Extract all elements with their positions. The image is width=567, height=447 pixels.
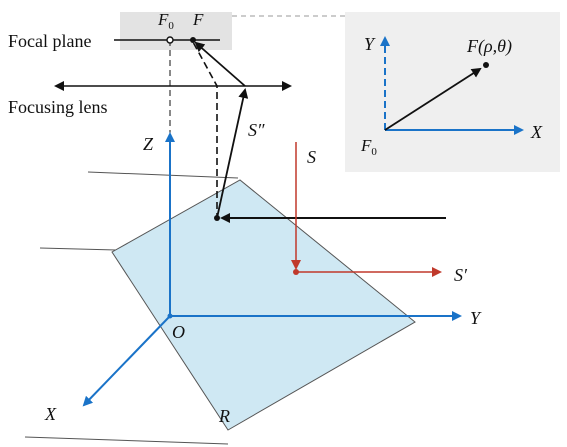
guide-line-middle [39, 247, 117, 251]
focal-plane-label: Focal plane [8, 31, 91, 51]
guide-line-top [87, 171, 239, 179]
origin-point [167, 313, 173, 319]
s-prime-label: S′ [454, 265, 468, 285]
s-double-prime-label: S″ [248, 120, 265, 140]
s-label: S [307, 147, 316, 167]
origin-label: O [172, 322, 185, 342]
f0-point [166, 36, 174, 44]
region-label: R [218, 406, 230, 426]
z-axis-label: Z [143, 134, 154, 154]
inset-f-vector [384, 67, 482, 131]
inset-y-label: Y [364, 34, 376, 54]
f0-label: F0 [157, 10, 174, 32]
focusing-lens-label: Focusing lens [8, 97, 108, 117]
red-point [293, 269, 299, 275]
y-axis-label: Y [470, 308, 482, 328]
ray-lens-to-focus [194, 41, 246, 87]
focal-plane-backdrop [120, 12, 232, 50]
inset-panel [345, 12, 560, 172]
ray-s-double-prime [216, 88, 249, 219]
guide-line-bottom [24, 436, 229, 445]
dashed-ray-path [192, 41, 218, 220]
x-axis-label: X [44, 404, 57, 424]
inset-f0-label: F0 [360, 136, 377, 158]
inset-f-point [483, 62, 489, 68]
incidence-point [214, 215, 220, 221]
inset-x-label: X [530, 122, 543, 142]
inset-f-label: F(ρ,θ) [466, 36, 512, 57]
surface-plane-r [111, 179, 416, 431]
f-point [190, 37, 196, 43]
f-label: F [192, 10, 204, 29]
x-axis [82, 315, 171, 407]
